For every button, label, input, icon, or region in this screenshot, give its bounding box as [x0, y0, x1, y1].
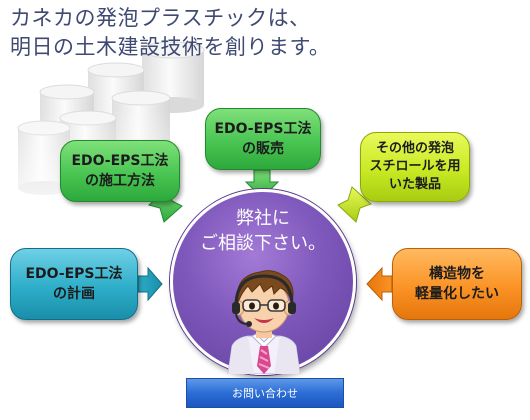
- contact-button-label: お問い合わせ: [232, 387, 298, 400]
- arrow-other-products: [337, 186, 372, 223]
- headline-line-1: カネカの発泡プラスチックは、: [10, 6, 311, 30]
- contact-button[interactable]: お問い合わせ: [186, 378, 344, 408]
- bubble-construction-method-line1: EDO-EPS工法: [71, 153, 169, 169]
- bubble-lightweight-line2: 軽量化したい: [415, 286, 499, 302]
- bubble-construction-method[interactable]: EDO-EPS工法 の施工方法: [60, 140, 180, 202]
- bubble-planning-line2: の計画: [52, 286, 95, 302]
- bubble-other-products-line1: その他の発泡: [375, 141, 454, 156]
- bubble-other-products-line3: いた製品: [388, 177, 441, 192]
- consult-line-2: ご相談下さい。: [200, 233, 326, 254]
- arrow-lightweight: [366, 266, 393, 302]
- bubble-sales-line1: EDO-EPS工法: [214, 121, 312, 137]
- bubble-construction-method-line2: の施工方法: [84, 173, 155, 189]
- headline-line-2: 明日の土木建設技術を創ります。: [10, 35, 331, 59]
- bubble-sales-line2: の販売: [241, 141, 284, 157]
- bubble-sales[interactable]: EDO-EPS工法 の販売: [205, 108, 321, 170]
- bubble-lightweight-line1: 構造物を: [429, 266, 485, 282]
- arrow-planning: [137, 266, 163, 302]
- bubble-other-products[interactable]: その他の発泡 スチロールを用 いた製品: [360, 132, 470, 202]
- bubble-planning-line1: EDO-EPS工法: [25, 266, 123, 282]
- bubble-lightweight[interactable]: 構造物を 軽量化したい: [392, 248, 522, 320]
- bubble-other-products-line2: スチロールを用: [369, 159, 461, 174]
- consult-circle-text: 弊社に ご相談下さい。: [170, 206, 356, 256]
- support-staff-illustration: [227, 270, 301, 374]
- bubble-planning[interactable]: EDO-EPS工法 の計画: [10, 248, 138, 320]
- consult-line-1: 弊社に: [236, 208, 290, 229]
- page-headline: カネカの発泡プラスチックは、 明日の土木建設技術を創ります。: [10, 4, 350, 62]
